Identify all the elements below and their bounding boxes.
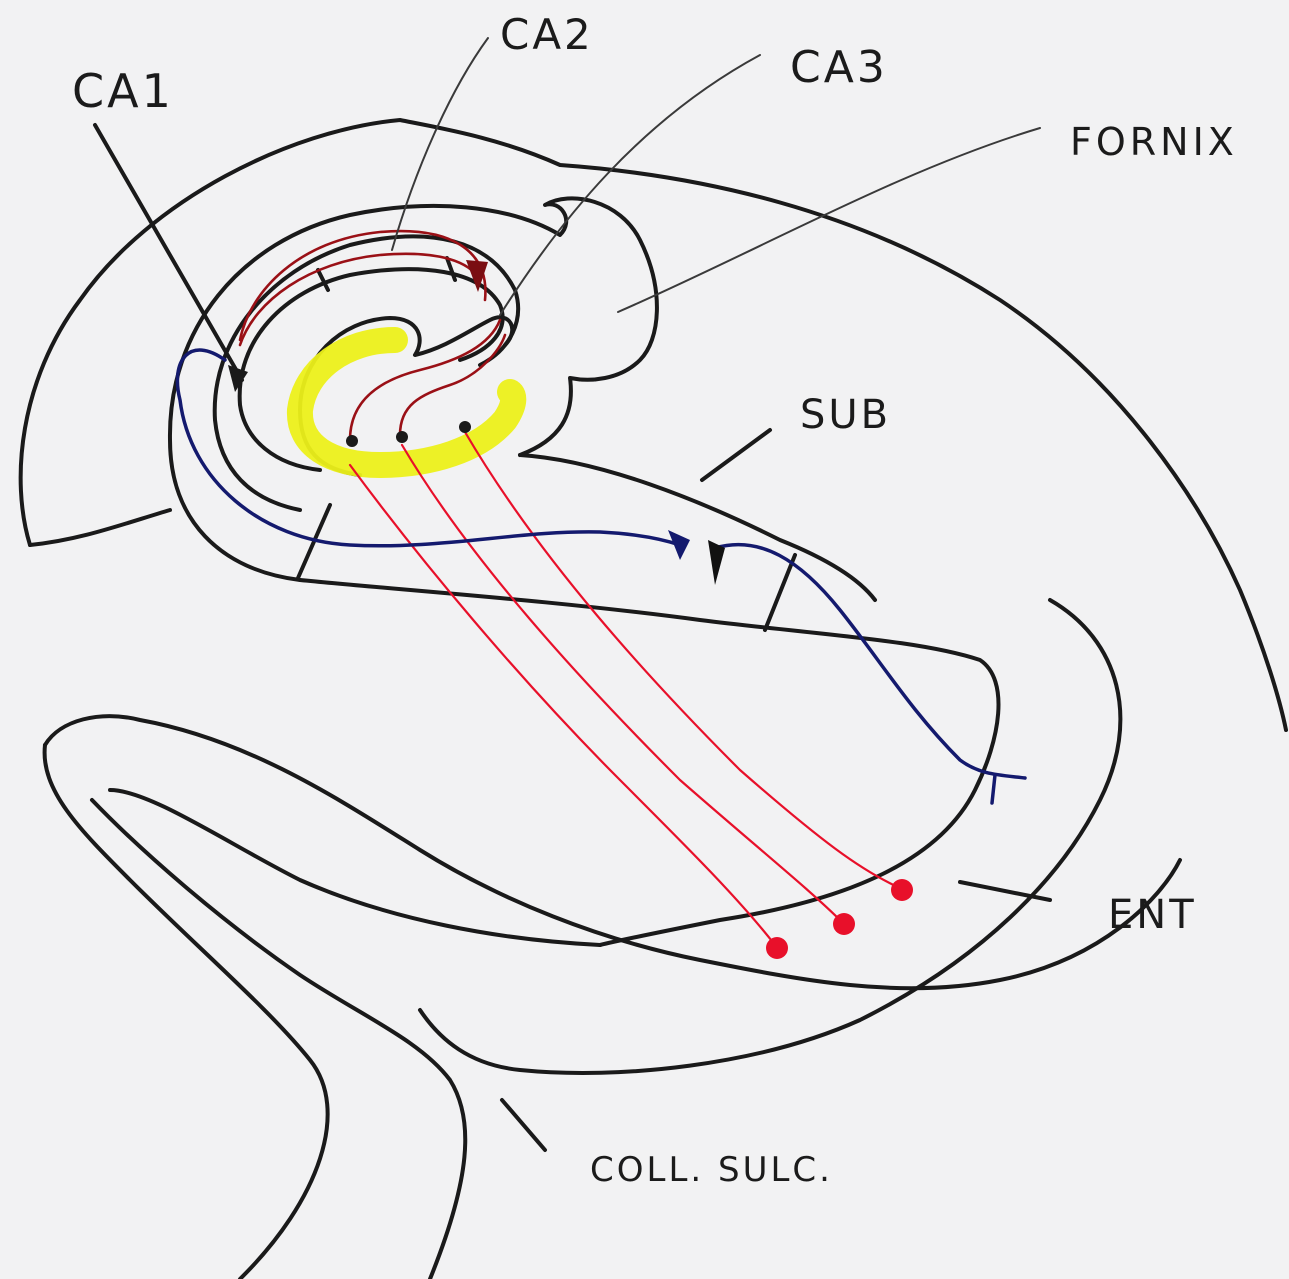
granule-cell-1 xyxy=(346,435,358,447)
ent-neuron-3 xyxy=(891,879,913,901)
subiculum-boundary xyxy=(520,455,875,600)
granule-cell-3 xyxy=(459,421,471,433)
collateral-sulcus-inner xyxy=(92,800,465,1279)
ent-terminal-stub xyxy=(992,775,995,803)
ent-inner-fold xyxy=(110,790,600,945)
entorhinal-lower-outline xyxy=(420,600,1120,1073)
collateral-sulcus-lower xyxy=(45,745,328,1279)
schaffer-path-inner xyxy=(240,254,480,345)
sub-leader xyxy=(702,430,770,480)
label-sub: SUB xyxy=(800,392,891,438)
label-ca2: CA2 xyxy=(500,10,594,59)
label-ent: ENT xyxy=(1108,892,1197,938)
inner-fold-outline xyxy=(30,510,170,545)
label-fornix: FORNIX xyxy=(1070,120,1238,164)
ent-neuron-2 xyxy=(833,913,855,935)
label-ca3: CA3 xyxy=(790,42,888,93)
perforant-path-2 xyxy=(402,445,842,922)
label-ca1: CA1 xyxy=(72,64,174,118)
ca3-leader xyxy=(500,55,760,315)
hippocampus-outer-boundary xyxy=(170,198,657,580)
dentate-gyrus-yellow xyxy=(300,340,513,465)
ent-neuron-1 xyxy=(766,937,788,959)
synapse-terminal-1 xyxy=(668,530,690,560)
collateral-sulcus-outer xyxy=(45,716,1180,988)
sub-boundary-tick-right xyxy=(765,555,795,630)
label-coll-sulc: COLL. SULC. xyxy=(590,1150,833,1190)
coll-sulc-leader xyxy=(502,1100,545,1150)
ca1-leader xyxy=(95,125,242,380)
ca2-leader xyxy=(392,38,488,250)
granule-cell-2 xyxy=(396,431,408,443)
perforant-path-3 xyxy=(465,432,900,888)
perforant-path-1 xyxy=(350,465,775,945)
